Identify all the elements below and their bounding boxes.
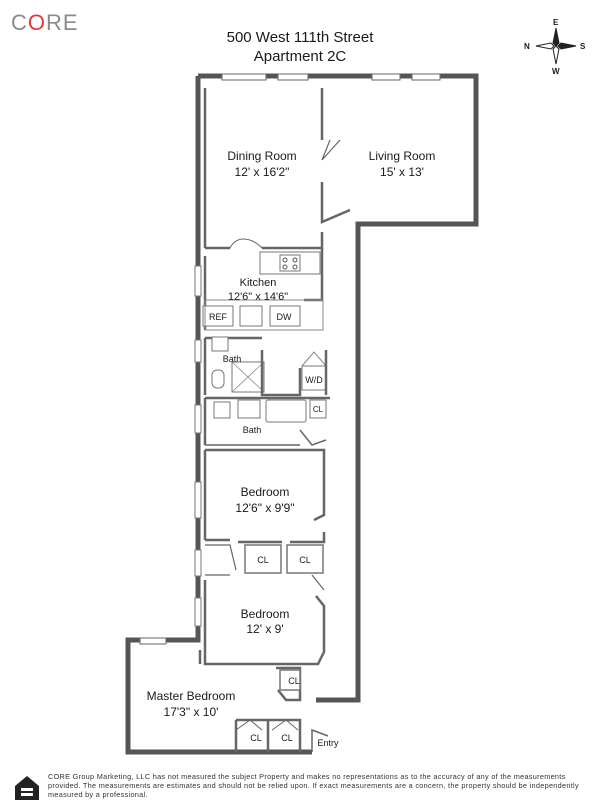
bedroom2-size: 12' x 9'	[246, 622, 283, 636]
bedroom1-size: 12'6" x 9'9"	[235, 501, 294, 515]
closet-label-d: CL	[250, 733, 262, 743]
compass-n: N	[524, 42, 530, 51]
closet-label-e: CL	[281, 733, 293, 743]
kitchen-name: Kitchen	[240, 277, 277, 289]
bath1-name: Bath	[223, 354, 242, 364]
closet-label-b: CL	[299, 555, 311, 565]
dining-room-size: 12' x 16'2"	[235, 165, 290, 179]
master-bedroom-size: 17'3" x 10'	[164, 705, 219, 719]
bedroom2-name: Bedroom	[241, 607, 290, 621]
disclaimer-text: CORE Group Marketing, LLC has not measur…	[48, 772, 579, 799]
bath2-name: Bath	[243, 425, 262, 435]
dw-label: DW	[277, 312, 292, 322]
compass-w: W	[552, 67, 560, 76]
compass-rose: E W N S	[524, 18, 586, 76]
address-title: 500 West 111th Street	[226, 29, 374, 46]
bedroom1-name: Bedroom	[241, 485, 290, 499]
interior-walls	[139, 73, 441, 752]
equal-housing-icon	[15, 776, 39, 800]
entry-label: Entry	[317, 738, 339, 748]
living-room-name: Living Room	[369, 149, 436, 163]
wd-label: W/D	[305, 375, 323, 385]
unit-title: Apartment 2C	[253, 48, 347, 65]
dining-room-name: Dining Room	[227, 149, 296, 163]
core-logo: CORE	[11, 10, 79, 35]
living-room-size: 15' x 13'	[380, 165, 424, 179]
closet-label-c: CL	[288, 676, 300, 686]
ref-label: REF	[209, 312, 228, 322]
closet-label-a: CL	[257, 555, 269, 565]
kitchen-size: 12'6" x 14'6"	[228, 291, 288, 303]
compass-s: S	[580, 42, 586, 51]
bath2-closet-label: CL	[313, 405, 324, 414]
master-bedroom-name: Master Bedroom	[147, 689, 236, 703]
side-windows	[194, 265, 202, 627]
compass-e: E	[553, 18, 559, 27]
floor-plan: Dining Room 12' x 16'2" Living Room 15' …	[125, 73, 479, 755]
